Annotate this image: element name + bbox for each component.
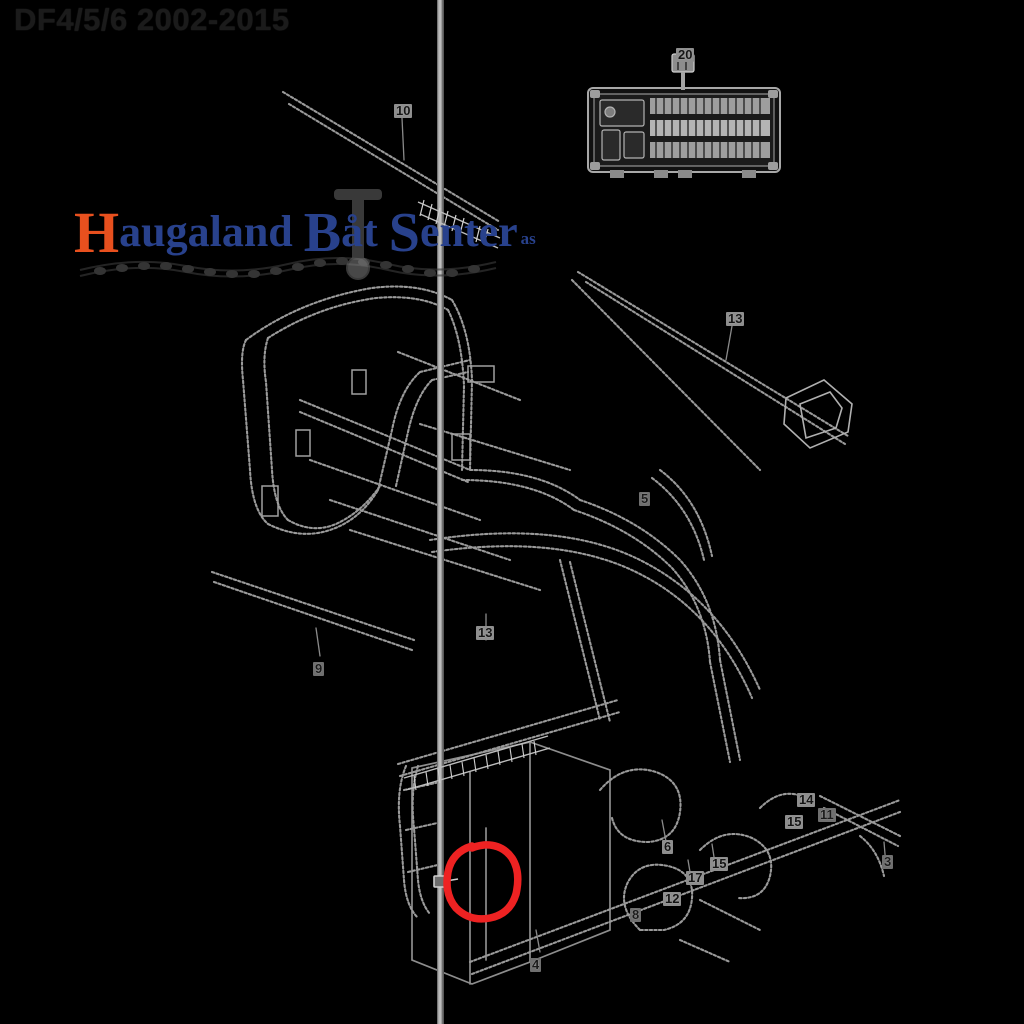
callout-20: 20 [676, 47, 695, 62]
callout-3: 3 [882, 854, 894, 869]
ecu-module [587, 53, 781, 178]
callout-5: 5 [639, 491, 651, 506]
callout-10: 10 [394, 103, 413, 118]
callout-13: 13 [476, 625, 495, 640]
threaded-coupler-lower [403, 735, 551, 791]
callout-17: 17 [686, 870, 705, 885]
harness-branch-right [572, 468, 742, 764]
ecu-terminal-rows [650, 98, 770, 158]
bracket-cluster-lower-left [397, 764, 444, 920]
logo-word2-cap: B [303, 202, 342, 264]
logo-word3-cap: S [388, 202, 420, 264]
red-annotation-circle [443, 841, 522, 923]
parts-cluster-lower-right [598, 768, 902, 964]
anchor-icon [334, 189, 382, 280]
logo-suffix: as [520, 229, 536, 248]
small-brackets-left [261, 365, 495, 517]
threaded-coupler [417, 199, 501, 249]
vertical-steering-rod [437, 0, 444, 1024]
callout-12: 12 [663, 891, 682, 906]
callout-13: 13 [726, 311, 745, 326]
callout-8: 8 [630, 907, 642, 922]
cable-clip-highlighted [433, 875, 459, 888]
callout-9: 9 [313, 661, 325, 676]
cable-lower-diagonal [396, 698, 902, 976]
control-cable-upper-right [570, 270, 850, 472]
logo-word3: enter [419, 207, 518, 256]
connector-body-right [783, 379, 853, 449]
chain-icon [79, 257, 497, 278]
harness-bundle-center [376, 298, 474, 492]
harness-crossnet [298, 350, 582, 592]
callout-4: 4 [530, 957, 542, 972]
logo-word2: åt [341, 207, 378, 256]
harness-arc-right [428, 532, 762, 724]
harness-loop-left [240, 285, 454, 535]
callout-14: 14 [797, 792, 816, 807]
control-cable-upper-left [281, 90, 502, 232]
callout-15: 15 [785, 814, 804, 829]
callout-15: 15 [710, 856, 729, 871]
logo-initial: H [74, 200, 120, 265]
page-title: DF4/5/6 2002-2015 [14, 2, 290, 37]
logo-word1: augaland [119, 207, 293, 256]
callout-6: 6 [662, 839, 674, 854]
control-cable-lower-left [210, 570, 416, 652]
callout-11: 11 [818, 807, 836, 822]
